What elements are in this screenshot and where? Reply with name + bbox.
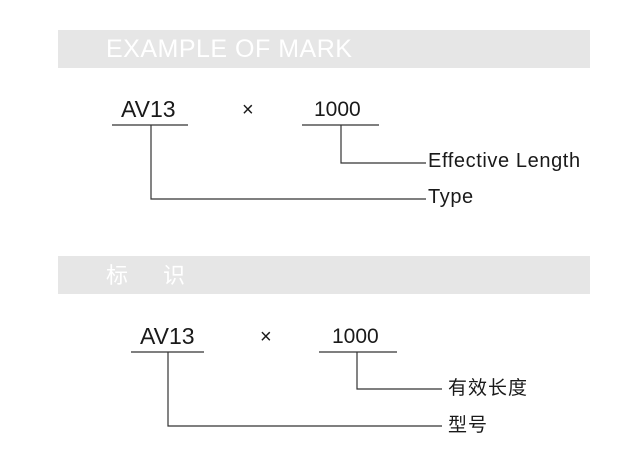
section-title: EXAMPLE OF MARK xyxy=(106,35,353,63)
length-leader xyxy=(340,125,426,164)
type-leader xyxy=(150,125,426,200)
length-leader xyxy=(356,352,442,390)
type-leader xyxy=(167,352,442,427)
effective-length-label: Effective Length xyxy=(428,150,581,172)
model-code: AV13 xyxy=(121,96,176,122)
length-value: 1000 xyxy=(314,98,361,121)
multiply-sign: × xyxy=(260,326,272,348)
multiply-sign: × xyxy=(242,99,254,121)
section-header-english: EXAMPLE OF MARK xyxy=(58,30,590,68)
section-header-chinese: 标 识 xyxy=(58,256,590,294)
type-label: 型号 xyxy=(448,414,489,436)
type-label: Type xyxy=(428,186,474,208)
section-title: 标 识 xyxy=(106,264,199,289)
effective-length-label: 有效长度 xyxy=(448,377,529,399)
model-code: AV13 xyxy=(140,323,195,349)
length-value: 1000 xyxy=(332,325,379,348)
